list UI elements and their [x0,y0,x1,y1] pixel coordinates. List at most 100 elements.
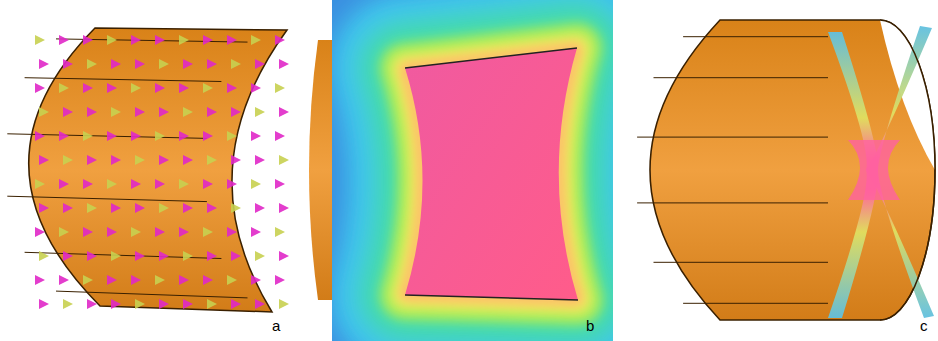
ruling-line [637,202,828,203]
vector-glyph [227,131,237,141]
vector-glyph [279,203,289,213]
vector-glyph [231,299,241,309]
vector-glyph [155,227,165,237]
vector-glyph [251,275,261,285]
half-cylinder [7,28,287,312]
vector-glyph [207,203,217,213]
vector-glyph [183,59,193,69]
vector-glyph [87,299,97,309]
vector-glyph [207,107,217,117]
vector-glyph [275,35,285,45]
vector-glyph [255,203,265,213]
vector-glyph [59,131,69,141]
vector-glyph [159,251,169,261]
vector-glyph [227,227,237,237]
vector-glyph [107,179,117,189]
ruling-line [654,77,829,78]
vector-glyph [207,155,217,165]
vector-glyph [179,275,189,285]
vector-glyph [63,155,73,165]
vector-glyph [227,83,237,93]
vector-glyph [179,227,189,237]
vector-glyph [111,107,121,117]
vector-glyph [135,299,145,309]
vector-glyph [275,179,285,189]
vector-glyph [255,155,265,165]
vector-glyph [251,35,261,45]
vector-glyph [39,251,49,261]
vector-glyph [275,227,285,237]
ruling-line [683,303,828,304]
vector-glyph [59,275,69,285]
vector-glyph [35,227,45,237]
vector-glyph [87,155,97,165]
vector-glyph [87,59,97,69]
vector-glyph [179,35,189,45]
vector-glyph [87,203,97,213]
vector-glyph [63,59,73,69]
vector-glyph [203,275,213,285]
vector-glyph [111,155,121,165]
vector-glyph [155,275,165,285]
vector-glyph [207,59,217,69]
vector-glyph [35,35,45,45]
vector-glyph [83,179,93,189]
vector-glyph [135,203,145,213]
vector-glyph [83,275,93,285]
vector-glyph [107,275,117,285]
vector-glyph [63,107,73,117]
vector-glyph [203,131,213,141]
vector-glyph [59,35,69,45]
vector-glyph [155,179,165,189]
vector-glyph [159,59,169,69]
vector-glyph [231,59,241,69]
vector-glyph [135,155,145,165]
ruling-line [7,196,207,201]
vector-glyph [59,227,69,237]
vector-glyph [227,275,237,285]
vector-glyph [131,83,141,93]
vector-glyph [159,203,169,213]
vector-glyph [83,35,93,45]
vector-glyph [63,203,73,213]
vector-glyph [203,227,213,237]
vector-glyph [279,107,289,117]
ruling-line [654,262,829,263]
vector-glyph [227,35,237,45]
vector-glyph [279,155,289,165]
vector-glyph [179,83,189,93]
vector-glyph [255,59,265,69]
vector-glyph [155,35,165,45]
panel-letter: a [272,318,280,333]
vector-glyph [111,251,121,261]
vector-glyph [131,179,141,189]
vector-glyph [35,83,45,93]
vector-glyph [107,227,117,237]
vector-glyph [207,251,217,261]
vector-glyph [107,35,117,45]
vector-glyph [179,131,189,141]
vector-glyph [131,275,141,285]
vector-glyph [83,83,93,93]
vector-glyph [39,203,49,213]
vector-glyph [135,107,145,117]
vector-glyph [63,251,73,261]
vector-glyph [203,179,213,189]
vector-glyph [275,83,285,93]
vector-glyph [87,107,97,117]
vector-glyphs [35,35,289,309]
vector-glyph [275,131,285,141]
vector-glyph [231,155,241,165]
vector-glyph [179,179,189,189]
vector-glyph [59,179,69,189]
vector-glyph [111,203,121,213]
vector-glyph [83,227,93,237]
vector-glyph [231,203,241,213]
vector-glyph [279,59,289,69]
vector-glyph [159,155,169,165]
vector-glyph [39,59,49,69]
vector-glyph [107,131,117,141]
vector-glyph [207,299,217,309]
vector-glyph [39,155,49,165]
